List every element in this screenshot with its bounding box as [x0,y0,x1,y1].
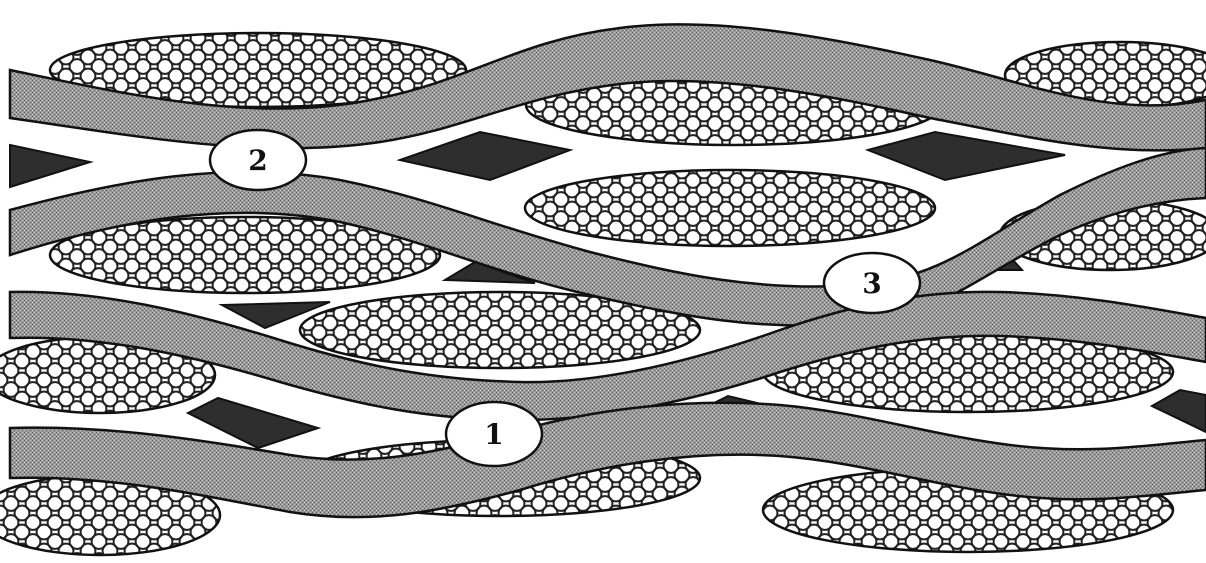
marker-2-label: 2 [248,144,267,177]
marker-3: 3 [824,253,920,313]
marker-3-label: 3 [862,267,881,300]
fiber-bundle [525,170,935,246]
marker-1-label: 1 [484,418,503,451]
marker-1: 1 [446,402,542,466]
marker-2: 2 [210,130,306,190]
